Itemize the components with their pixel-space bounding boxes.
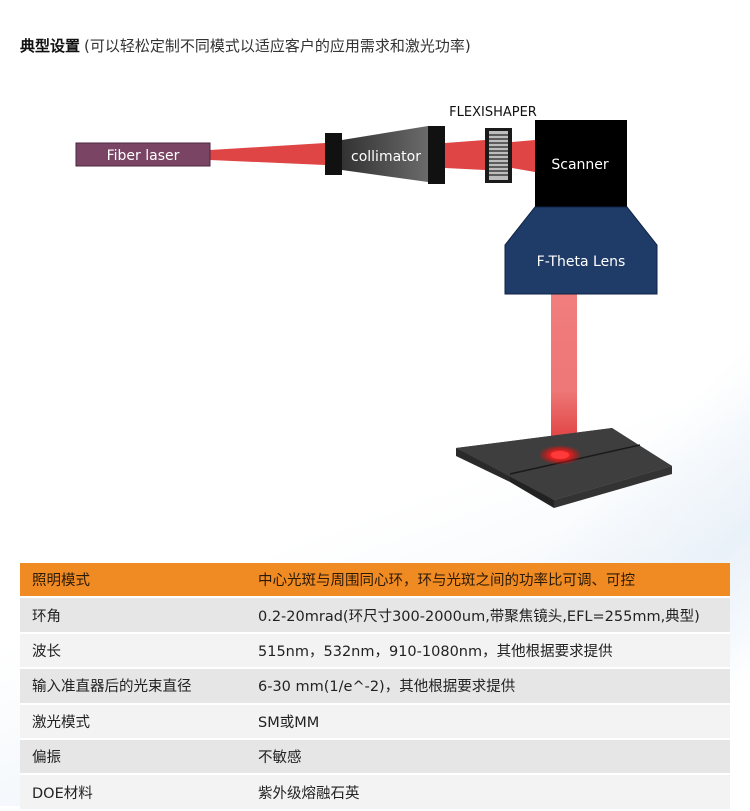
table-row: 偏振 不敏感 (20, 738, 730, 776)
row-value: SM或MM (258, 703, 730, 740)
collimator: collimator (325, 126, 445, 184)
specs-table: 照明模式 中心光斑与周围同心环，环与光斑之间的功率比可调、可控 环角 0.2-2… (20, 563, 730, 811)
row-label: 照明模式 (20, 563, 258, 599)
f-theta-label: F-Theta Lens (537, 254, 626, 270)
table-row: DOE材料 紫外级熔融石英 (20, 774, 730, 811)
row-label: 波长 (20, 632, 258, 670)
fiber-laser-label: Fiber laser (107, 148, 180, 164)
row-value: 6-30 mm(1/e^-2)，其他根据要求提供 (258, 668, 730, 705)
workpiece (456, 428, 672, 508)
row-value: 紫外级熔融石英 (258, 774, 730, 811)
table-row: 输入准直器后的光束直径 6-30 mm(1/e^-2)，其他根据要求提供 (20, 668, 730, 705)
table-row: 照明模式 中心光斑与周围同心环，环与光斑之间的功率比可调、可控 (20, 563, 730, 599)
beam-shaper-to-scanner (512, 140, 535, 172)
heading-title: 典型设置 (20, 37, 81, 55)
row-label: 输入准直器后的光束直径 (20, 668, 258, 705)
row-value: 中心光斑与周围同心环，环与光斑之间的功率比可调、可控 (258, 563, 730, 599)
beam-fiber-to-collimator (210, 143, 325, 165)
setup-diagram: Fiber laser collimator FLEXISHAPER Scann… (75, 105, 672, 508)
scanner: Scanner (535, 120, 627, 207)
table-row: 激光模式 SM或MM (20, 703, 730, 740)
heading-subtitle: (可以轻松定制不同模式以适应客户的应用需求和激光功率) (84, 37, 471, 55)
table-row: 环角 0.2-20mrad(环尺寸300-2000um,带聚焦镜头,EFL=25… (20, 597, 730, 634)
row-value: 515nm，532nm，910-1080nm，其他根据要求提供 (258, 632, 730, 670)
row-label: 环角 (20, 597, 258, 634)
fiber-laser: Fiber laser (75, 142, 211, 167)
laser-beam (210, 140, 577, 454)
row-label: 激光模式 (20, 703, 258, 740)
flexishaper-label: FLEXISHAPER (449, 105, 537, 120)
f-theta-lens: F-Theta Lens (504, 206, 658, 295)
row-label: 偏振 (20, 738, 258, 776)
scanner-label: Scanner (551, 157, 609, 173)
row-label: DOE材料 (20, 774, 258, 811)
row-value: 0.2-20mrad(环尺寸300-2000um,带聚焦镜头,EFL=255mm… (258, 597, 730, 634)
collimator-label: collimator (351, 149, 421, 165)
page-heading: 典型设置(可以轻松定制不同模式以适应客户的应用需求和激光功率) (20, 35, 471, 56)
laser-spot (551, 451, 569, 459)
beam-vertical (551, 294, 577, 454)
beam-collimator-to-shaper (445, 140, 485, 170)
flexishaper: FLEXISHAPER (449, 105, 537, 183)
table-row: 波长 515nm，532nm，910-1080nm，其他根据要求提供 (20, 632, 730, 670)
row-value: 不敏感 (258, 738, 730, 776)
